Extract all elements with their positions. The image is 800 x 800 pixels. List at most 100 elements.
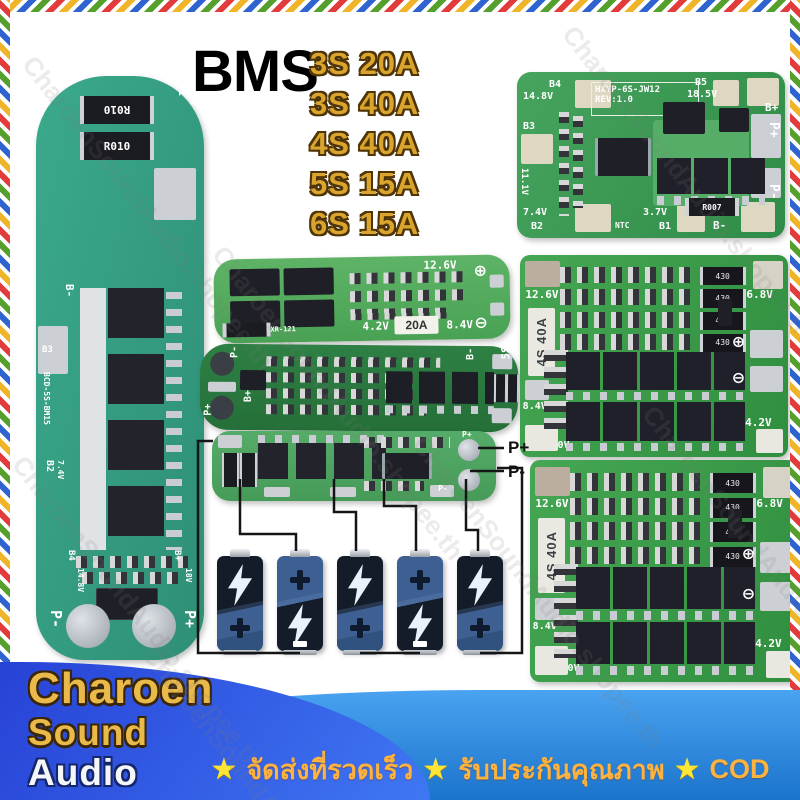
- component-row: [570, 497, 705, 516]
- mosfet-legs: [258, 435, 386, 443]
- voltage-label-16-8: 16.8V: [739, 288, 773, 302]
- solder-pad: [330, 487, 356, 497]
- pad-label-b2: B2: [531, 221, 544, 232]
- pad-label-b1-voltage: 3.7V: [643, 207, 668, 218]
- shunt-resistor: [222, 322, 271, 338]
- mosfet-legs: [565, 442, 746, 451]
- solder-pad: [525, 380, 550, 401]
- component-row: [364, 437, 450, 448]
- solder-pad: [264, 487, 290, 497]
- balance-resistor-430: 430: [699, 267, 746, 286]
- pad-label-b1-voltage: 3.7V: [188, 84, 198, 106]
- lightning-icon: [468, 564, 492, 606]
- component-row: [570, 473, 705, 492]
- star-icon: ★: [422, 753, 450, 786]
- component-row: [82, 572, 182, 584]
- ribbon-border-left: [0, 0, 10, 800]
- battery-cell: [337, 549, 383, 655]
- component-row: [364, 481, 424, 491]
- solder-pad: [747, 78, 779, 106]
- plus-icon: [290, 570, 310, 590]
- series-count-label: 5S: [499, 346, 513, 360]
- component-row: [560, 311, 695, 328]
- spec-item: 5S 15A: [310, 166, 420, 201]
- mosfet: [229, 268, 280, 297]
- brand-name-line3: Audio: [28, 752, 138, 793]
- battery-base: [223, 650, 257, 655]
- star-icon: ★: [673, 753, 701, 786]
- terminal-label-p-plus: P+: [462, 430, 472, 439]
- voltage-label-4-2: 4.2V: [362, 319, 390, 333]
- terminal-label-p-minus: P-: [229, 345, 241, 359]
- bms-board-4s-40a: 12.6V 4S 40A 8.4V 0V 16.8V ⊕ ⊖ 4.2V 430 …: [520, 255, 788, 457]
- bms-board-5s-strip-inverted: P- B+ P+ B- 5S: [199, 343, 520, 433]
- battery-terminal: [350, 549, 370, 557]
- voltage-label-8-4: 8.4V: [532, 621, 557, 633]
- battery-label: [293, 641, 307, 647]
- solder-pad: [491, 408, 512, 424]
- terminal-label-p-plus: P+: [181, 610, 199, 629]
- voltage-label-8-4: 8.4V: [522, 401, 547, 413]
- p-plus-pad: [751, 114, 781, 158]
- voltage-label-0: 0V: [567, 663, 580, 675]
- minus-terminal-icon: ⊖: [741, 586, 756, 604]
- terminal-label-p-minus: P-: [438, 484, 448, 493]
- component-row: [349, 289, 469, 303]
- current-rating-badge: 20A: [394, 315, 439, 335]
- battery-cell-flipped: [277, 549, 323, 655]
- diode: [728, 508, 742, 538]
- corner-pad: [763, 466, 793, 498]
- solder-pad: [535, 597, 560, 620]
- mosfet: [239, 369, 267, 391]
- promo-text-shipping: จัดส่งที่รวดเร็ว: [246, 755, 414, 785]
- pad-label-b4-voltage: 14.8V: [523, 91, 554, 102]
- solder-pad: [760, 582, 793, 611]
- battery-cell: [217, 549, 263, 655]
- callout-p-minus: P-: [508, 462, 525, 481]
- ribbon-border-right: [790, 0, 800, 800]
- corner-pad: [755, 428, 783, 453]
- p-minus-terminal: [66, 604, 110, 648]
- minus-terminal-icon: ⊖: [731, 370, 746, 388]
- corner-pad: [525, 261, 561, 288]
- mosfet-row: [575, 566, 756, 609]
- resistor: [505, 374, 520, 403]
- pad-label-b3: B3: [523, 121, 536, 132]
- battery-terminal: [230, 549, 250, 557]
- voltage-label-12-6: 12.6V: [423, 258, 457, 272]
- battery-base: [283, 650, 317, 655]
- pad-label-b-plus: B+: [172, 550, 182, 561]
- pad-label-b2-voltage: 7.4V: [56, 460, 65, 480]
- solder-pad: [430, 485, 454, 497]
- pad-label-b2-voltage: 7.4V: [523, 207, 548, 218]
- voltage-label-12-6: 12.6V: [535, 496, 569, 510]
- plus-icon: [410, 570, 430, 590]
- component-row: [560, 289, 695, 306]
- pad-label-b3-voltage: 11.1V: [519, 168, 529, 196]
- board-model: HXYP-6S-JW12: [595, 85, 661, 95]
- solder-pad: [207, 381, 237, 392]
- lightning-icon: [228, 564, 252, 606]
- board-revision: REV:1.0: [595, 95, 633, 105]
- shunt-resistor: R010: [80, 132, 154, 160]
- lightning-icon: [408, 604, 432, 646]
- battery-terminal: [470, 549, 490, 557]
- silkscreen-box: HXYP-6S-JW12 REV:1.0: [591, 82, 699, 116]
- mosfet-row: [258, 443, 386, 479]
- pad-label-b5: B5: [695, 77, 708, 88]
- terminal-label-p-plus: P+: [202, 403, 214, 416]
- battery-base: [343, 650, 377, 655]
- solder-pad: [760, 542, 793, 574]
- shunt-resistor: R007: [685, 198, 739, 216]
- resistor: [240, 453, 257, 487]
- resistor: [222, 453, 239, 487]
- silkscreen-model: XR-121: [270, 325, 296, 334]
- mosfet-column: [108, 288, 164, 550]
- shunt-resistor: R010: [80, 96, 154, 124]
- component-row: [266, 356, 441, 368]
- voltage-label-12-6: 12.6V: [525, 288, 559, 302]
- callout-p-plus: P+: [508, 438, 530, 457]
- solder-pad: [713, 80, 739, 106]
- component-row: [570, 546, 705, 565]
